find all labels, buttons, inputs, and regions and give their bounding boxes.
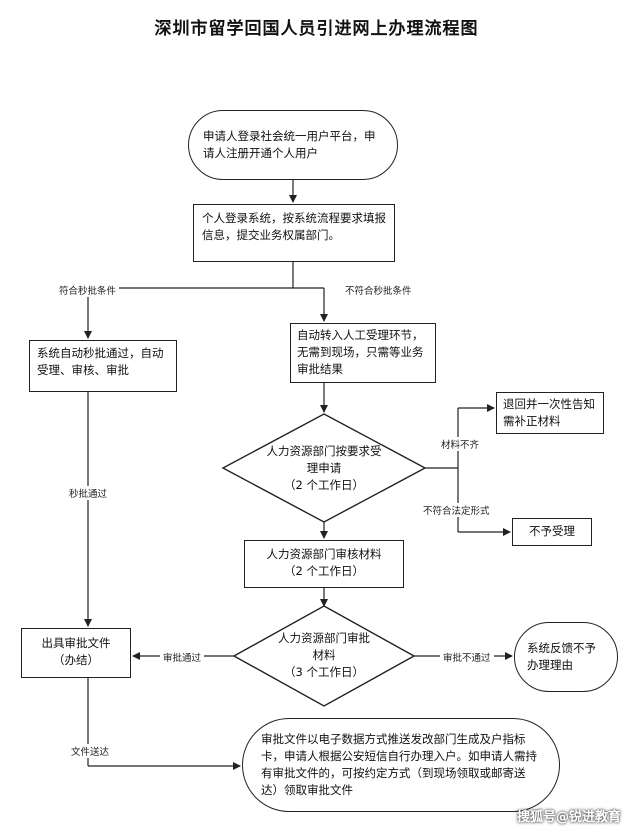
issue-doc-node: 出具审批文件 （办结） [21,628,131,678]
return-docs-node: 退回并一次性告知需补正材料 [496,392,604,434]
label-not-meets: 不符合秒批条件 [342,283,415,297]
hr-accept-days: （2 个工作日） [284,478,364,492]
manual-text: 自动转入人工受理环节，无需到现场，只需等业务审批结果 [297,328,424,376]
label-not-legal: 不符合法定形式 [420,503,493,517]
label-instant-pass: 秒批通过 [66,486,111,500]
issue-doc-sub: （办结） [53,653,99,667]
label-delivered: 文件送达 [68,744,113,758]
start-text: 申请人登录社会统一用户平台，申请人注册开通个人用户 [203,129,376,160]
decision-approve-diamond [232,605,416,707]
feedback-text: 系统反馈不予办理理由 [527,641,596,672]
manual-node: 自动转入人工受理环节，无需到现场，只需等业务审批结果 [290,323,436,383]
label-not-approved: 审批不通过 [440,650,494,664]
hr-accept-text: 人力资源部门按要求受理申请 [266,444,382,475]
decision-accept-diamond [221,413,427,523]
hr-review-text: 人力资源部门审核材料 [266,547,382,561]
login-node: 个人登录系统，按系统流程要求填报信息，提交业务权属部门。 [193,204,395,262]
auto-approve-text: 系统自动秒批通过，自动受理、审核、审批 [37,346,164,377]
hr-approve-days: （3 个工作日） [284,665,364,679]
page-title: 深圳市留学回国人员引进网上办理流程图 [154,19,479,39]
reject-node: 不予受理 [512,518,592,546]
login-text: 个人登录系统，按系统流程要求填报信息，提交业务权属部门。 [202,211,386,242]
issue-doc-text: 出具审批文件 [41,636,111,650]
label-approved: 审批通过 [160,650,205,664]
label-incomplete: 材料不齐 [438,437,483,451]
final-text: 审批文件以电子数据方式推送发改部门生成及户指标卡，申请人根据公安短信自行办理入户… [261,732,537,797]
hr-accept-text-block: 人力资源部门按要求受理申请 （2 个工作日） [262,443,386,494]
final-node: 审批文件以电子数据方式推送发改部门生成及户指标卡，申请人根据公安短信自行办理入户… [242,718,560,812]
return-docs-text: 退回并一次性告知需补正材料 [503,397,595,428]
auto-approve-node: 系统自动秒批通过，自动受理、审核、审批 [29,340,177,392]
label-meets: 符合秒批条件 [56,283,120,297]
hr-review-node: 人力资源部门审核材料 （2 个工作日） [244,540,404,588]
watermark: 搜狐号@锐进教育 [516,810,621,825]
start-node: 申请人登录社会统一用户平台，申请人注册开通个人用户 [188,110,398,180]
reject-text: 不予受理 [529,524,575,538]
feedback-node: 系统反馈不予办理理由 [514,622,618,692]
hr-review-days: （2 个工作日） [284,564,364,578]
hr-approve-text-block: 人力资源部门审批材料 （3 个工作日） [274,630,374,681]
hr-approve-text: 人力资源部门审批材料 [278,631,370,662]
